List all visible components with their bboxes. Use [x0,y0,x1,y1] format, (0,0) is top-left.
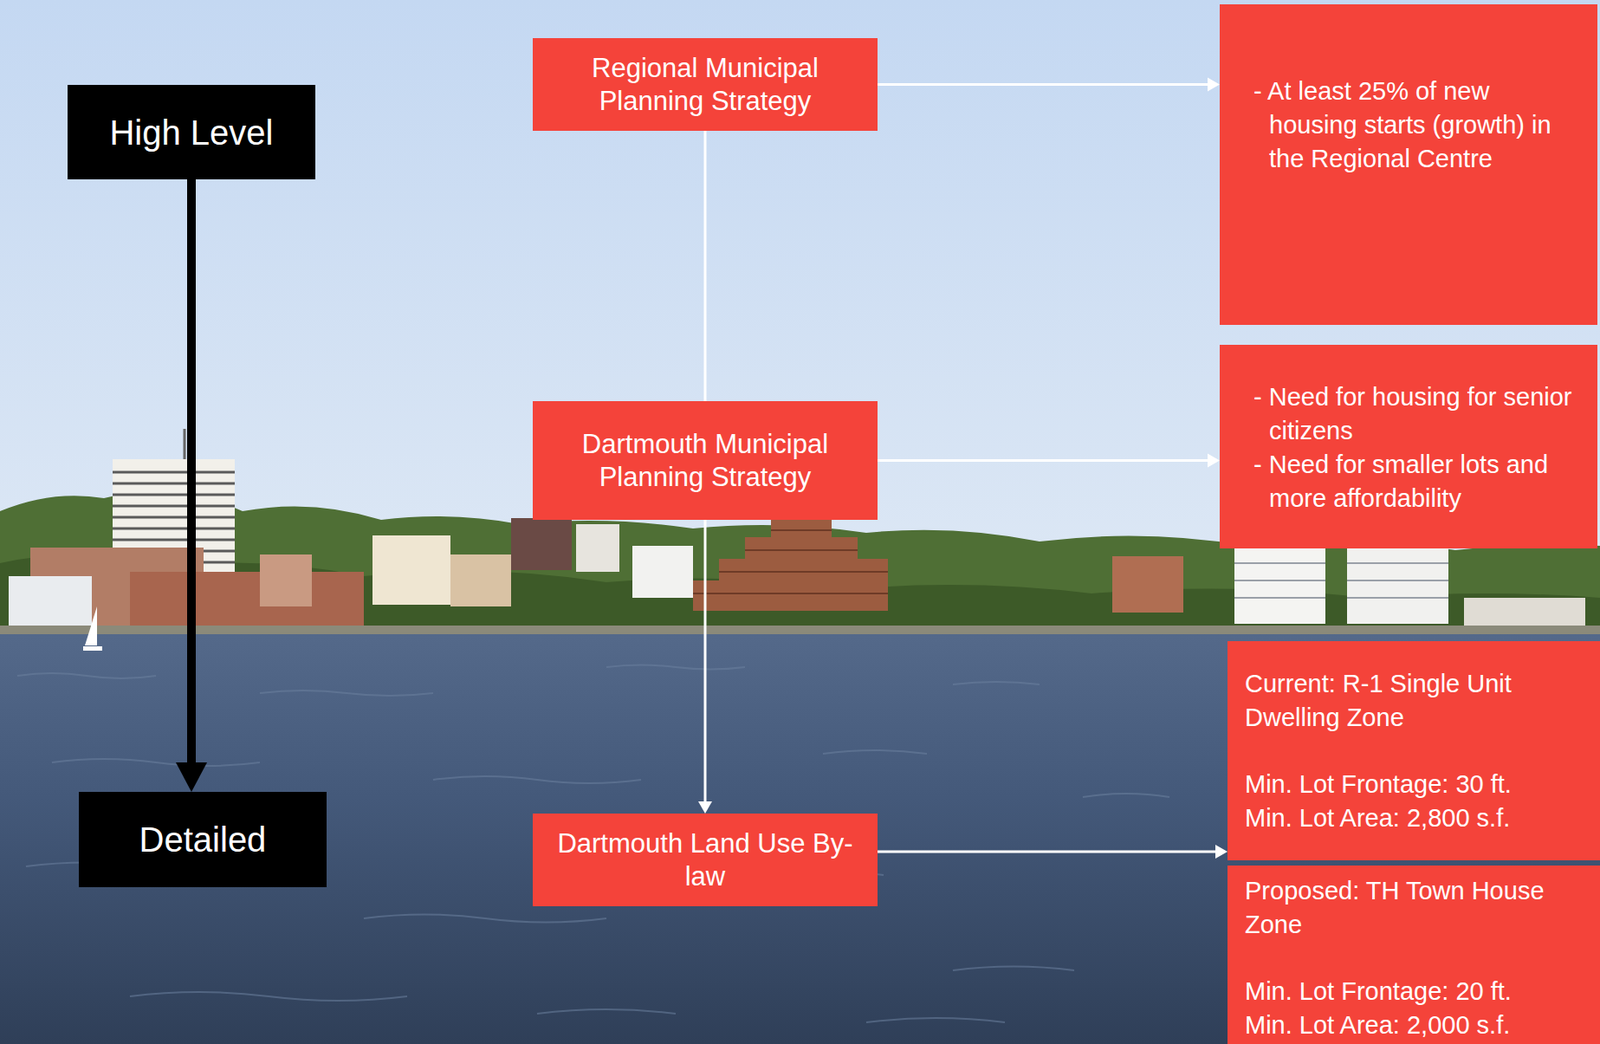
photo-detail [1347,562,1449,564]
photo-detail [576,524,620,572]
photo-detail [744,549,858,551]
photo-detail [719,570,888,573]
photo-detail [770,529,832,532]
plan-box: Dartmouth Land Use By-law [532,813,878,907]
photo-detail [8,576,92,629]
note-box: - At least 25% of new housing starts (gr… [1219,4,1598,325]
note-text: - At least 25% of new housing starts (gr… [1253,74,1581,176]
connector-arrow [175,179,208,792]
photo-detail [632,545,694,598]
note-text: Min. Lot Frontage: 20 ft. [1244,974,1588,1009]
photo-detail [693,519,888,611]
photo-detail [372,535,451,605]
photo-detail [17,665,1040,697]
photo-detail [1347,596,1449,599]
note-text: - Need for housing for senior citizens [1253,380,1584,448]
plan-title: Dartmouth Land Use By-law [550,827,861,894]
connector-line [877,459,1209,462]
arrow-head [1215,844,1228,859]
photo-detail [1347,579,1449,582]
plan-box: Dartmouth Municipal Planning Strategy [532,401,878,520]
level-label-box: High Level [67,84,316,180]
note-text: - Need for smaller lots and more afforda… [1253,447,1584,516]
photo-detail [693,592,888,595]
water [0,634,1600,1044]
level-label-box: Detailed [78,791,327,888]
photo-detail [112,493,235,497]
connector-arrow [877,453,1220,468]
note-text: Proposed: TH Town House Zone [1244,874,1588,942]
arrow-head [698,801,713,814]
photo-detail [1234,562,1326,564]
plan-box: Regional Municipal Planning Strategy [532,38,878,131]
photo-detail [1347,545,1449,624]
photo-detail [450,554,512,607]
photo-detail [1234,596,1326,599]
photo-detail [112,482,235,486]
photo-detail [1234,579,1326,582]
note-text: Min. Lot Area: 2,800 s.f. [1244,801,1588,836]
photo-detail [1234,545,1326,624]
arrow-head [1207,453,1220,468]
connector-arrow [698,519,713,814]
level-label: High Level [109,111,273,154]
photo-detail [1463,597,1586,629]
sailboat [83,606,103,651]
plan-title: Regional Municipal Planning Strategy [550,51,861,118]
photo-detail [183,428,187,460]
photo-detail [129,991,1005,1023]
photo-detail [129,571,364,626]
zone-box: Proposed: TH Town House ZoneMin. Lot Fro… [1227,865,1600,1044]
photo-detail [511,518,572,571]
connector-line [187,179,196,764]
photo-detail [51,750,1170,797]
note-text: Min. Lot Frontage: 30 ft. [1244,767,1588,802]
arrow-head [1207,77,1220,92]
photo-detail [0,0,1600,642]
connector-arrow [705,130,707,402]
photo-detail [83,646,103,651]
photo-detail [259,554,312,607]
arrow-head [175,762,208,792]
photo-detail [1112,556,1184,613]
photo-detail [112,538,235,542]
plan-title: Dartmouth Municipal Planning Strategy [550,427,861,494]
connector-arrow [877,77,1220,92]
note-text: Min. Lot Area: 2,000 s.f. [1244,1008,1588,1043]
photo-detail [84,606,98,646]
photo-detail [112,527,235,531]
photo-detail [0,634,1600,1044]
photo-detail [1234,563,1449,598]
zone-box: Current: R-1 Single Unit Dwelling ZoneMi… [1227,641,1600,861]
note-box: - Need for housing for senior citizens- … [1219,344,1598,549]
connector-line [877,850,1217,854]
level-label: Detailed [139,818,267,861]
photo-detail [112,516,235,519]
connector-line [877,83,1209,86]
sky [0,0,1600,642]
note-text: Current: R-1 Single Unit Dwelling Zone [1244,667,1588,735]
photo-detail [112,505,235,508]
connector-arrow [877,844,1228,859]
photo-detail [112,471,235,474]
connector-line [704,130,707,402]
photo-detail [693,530,888,594]
connector-line [704,519,707,803]
